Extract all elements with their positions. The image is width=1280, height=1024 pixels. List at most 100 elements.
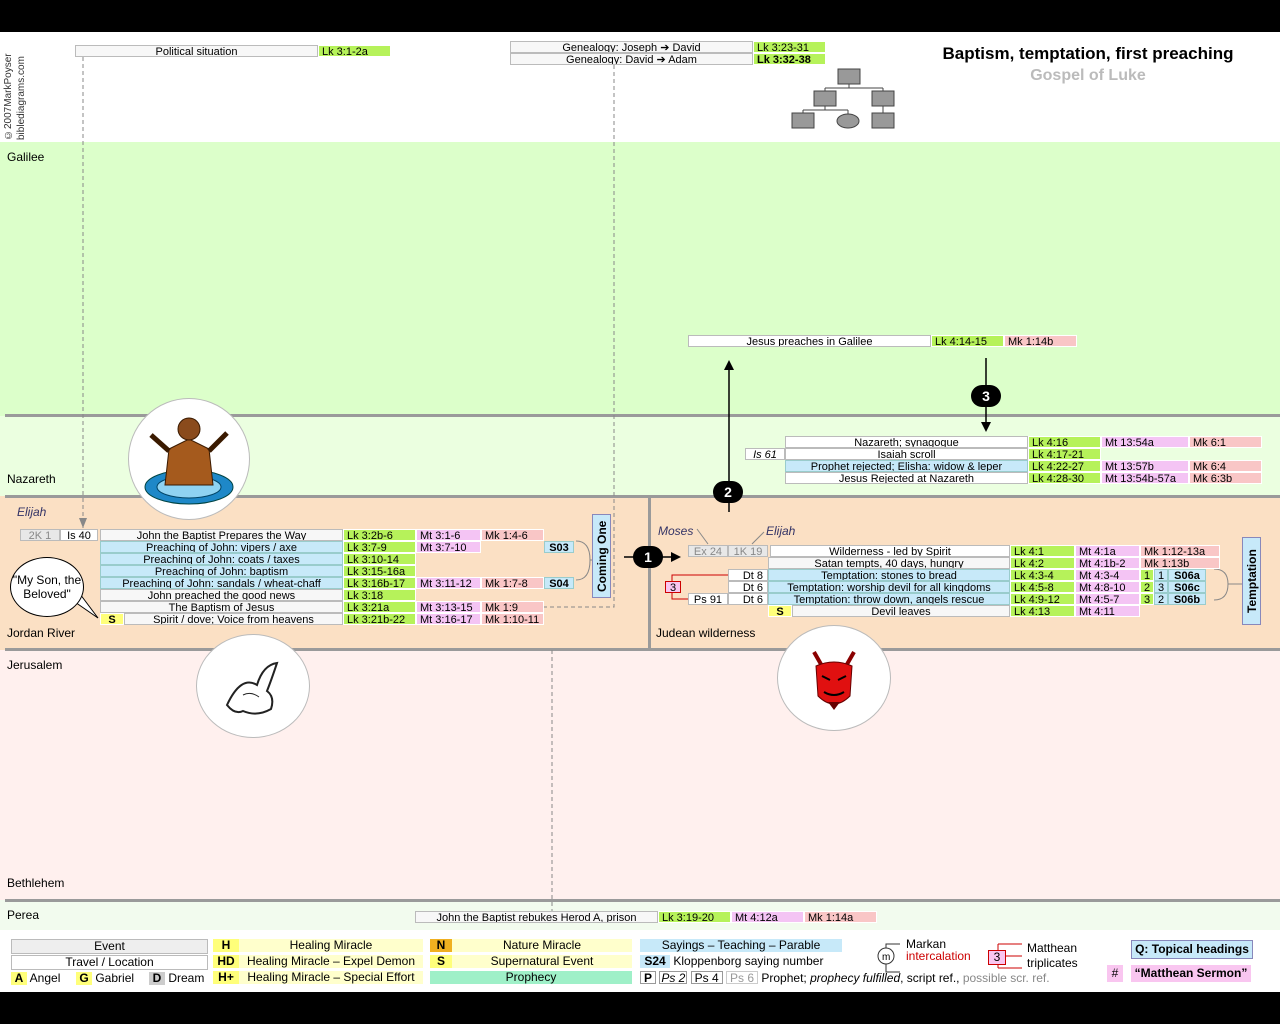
step-badge: 3 xyxy=(971,385,1001,407)
luke-ref: Lk 4:28-30 xyxy=(1028,472,1101,484)
divider xyxy=(5,648,1280,651)
scripture-ref: Dt 8 xyxy=(728,569,768,581)
matthean-triplicate-icon xyxy=(997,943,1022,969)
region-label-jerusalem: Jerusalem xyxy=(7,658,63,672)
legend-text: Supernatural Event xyxy=(452,955,632,968)
genealogy-row[interactable]: Genealogy: Joseph ➔ David Lk 3:23-31 xyxy=(510,41,826,53)
scripture-ref: Dt 6 xyxy=(728,581,768,593)
scripture-refs: 2K 1 Is 40 xyxy=(20,529,98,541)
luke-ref: Lk 3:2b-6 xyxy=(343,529,416,541)
divider xyxy=(5,899,1280,902)
matthew-ref: Mt 4:8-10 xyxy=(1075,581,1140,593)
event-label: The Baptism of Jesus xyxy=(100,601,343,613)
legend-code: N xyxy=(430,939,452,952)
scripture-refs: Ex 24 1K 19 xyxy=(688,545,768,557)
kloppenborg-ref: S06b xyxy=(1168,593,1206,605)
region-label-nazareth: Nazareth xyxy=(7,472,56,486)
legend-code: D xyxy=(149,972,165,985)
luke-ref: Lk 3:1-2a xyxy=(318,45,391,57)
event-label: Temptation: stones to bread xyxy=(768,569,1010,581)
legend-markan: Markan xyxy=(906,937,947,951)
luke-ref: Lk 4:5-8 xyxy=(1010,581,1075,593)
event-label: Preaching of John: sandals / wheat-chaff xyxy=(100,577,343,589)
scripture-ref: Is 40 xyxy=(60,529,98,541)
legend-code: 3 xyxy=(988,950,1006,965)
jordan-row[interactable]: Preaching of John: sandals / wheat-chaff… xyxy=(100,577,574,589)
legend-healing-special: H+Healing Miracle – Special Effort xyxy=(213,971,423,984)
mark-ref xyxy=(481,565,544,577)
luke-ref: Lk 3:21b-22 xyxy=(343,613,416,625)
luke-ref: Lk 3:18 xyxy=(343,589,416,601)
order-number: 1 xyxy=(1154,569,1168,581)
mark-ref: Mk 1:10-11 xyxy=(481,613,544,625)
divider xyxy=(648,496,651,650)
legend-text: Prophet; xyxy=(761,971,811,985)
john-baptist-icon xyxy=(128,398,250,520)
scripture-ref: Is 61 xyxy=(745,448,785,460)
mark-ref: Mk 1:13b xyxy=(1140,557,1220,569)
legend-markan: intercalation xyxy=(906,949,971,963)
prophecy-ref xyxy=(688,569,728,581)
order-number: 2 xyxy=(1154,593,1168,605)
luke-ref: Lk 4:1 xyxy=(1010,545,1075,557)
luke-ref: Lk 4:3-4 xyxy=(1010,569,1075,581)
step-badge: 2 xyxy=(713,481,743,503)
galilee-band xyxy=(0,142,1280,416)
kloppenborg-ref: S06c xyxy=(1168,581,1206,593)
mark-ref: Mk 1:4-6 xyxy=(481,529,544,541)
political-situation-row[interactable]: Political situation Lk 3:1-2a xyxy=(75,45,391,57)
matthew-ref xyxy=(1101,448,1189,460)
event-label: Preaching of John: coats / taxes xyxy=(100,553,343,565)
spacer xyxy=(688,605,792,617)
divider xyxy=(5,414,1280,417)
legend-matthean: triplicates xyxy=(1027,956,1078,970)
event-label: John the Baptist Prepares the Way xyxy=(100,529,343,541)
event-label: Preaching of John: vipers / axe xyxy=(100,541,343,553)
region-label-bethlehem: Bethlehem xyxy=(7,876,65,890)
genealogy-row[interactable]: Genealogy: David ➔ Adam Lk 3:32-38 xyxy=(510,53,826,65)
legend-sermon: “Matthean Sermon” xyxy=(1131,965,1251,982)
event-label: Temptation: worship devil for all kingdo… xyxy=(768,581,1010,593)
mark-ref: Mk 1:12-13a xyxy=(1140,545,1220,557)
perea-event-row[interactable]: John the Baptist rebukes Herod A, prison… xyxy=(415,911,877,923)
elijah-label: Elijah xyxy=(766,524,796,538)
supernatural-marker: S xyxy=(100,613,124,625)
matthew-ref: Mt 4:3-4 xyxy=(1075,569,1140,581)
legend-text: Gabriel xyxy=(95,971,135,985)
event-label: Satan tempts, 40 days, hungry xyxy=(768,557,1010,569)
legend-gabriel: G Gabriel xyxy=(76,972,134,985)
mark-ref: Mk 6:1 xyxy=(1189,436,1262,448)
region-label-judean: Judean wilderness xyxy=(656,626,756,640)
elijah-label: Elijah xyxy=(17,505,47,519)
region-label-galilee: Galilee xyxy=(7,150,45,164)
mark-ref xyxy=(481,589,544,601)
divider xyxy=(5,495,1280,498)
legend-ref: Ps 4 xyxy=(690,971,723,985)
legend-text: prophecy fulfilled xyxy=(810,971,901,985)
prophecy-ref: Is 61 xyxy=(745,448,785,460)
event-label: Jesus Rejected at Nazareth xyxy=(785,472,1028,484)
legend-text: Healing Miracle xyxy=(239,939,423,952)
svg-text:m: m xyxy=(882,952,890,963)
event-label: Jesus preaches in Galilee xyxy=(688,335,931,347)
galilee-event-row[interactable]: Jesus preaches in Galilee Lk 4:14-15 Mk … xyxy=(688,335,1077,347)
legend-code: A xyxy=(11,972,27,985)
